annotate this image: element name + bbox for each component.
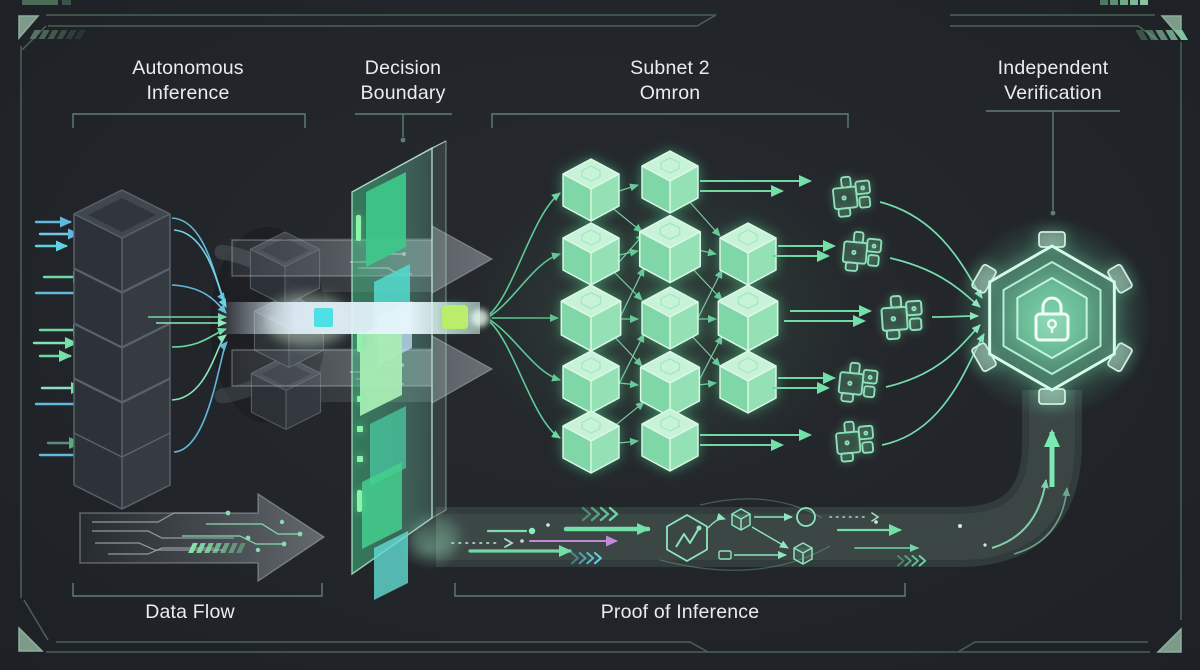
stage-label-decision-boundary: Decision Boundary	[303, 56, 503, 105]
hud-frame	[18, 0, 1189, 653]
stage-label-line2: Verification	[1004, 81, 1102, 104]
stage-label-line1: Decision	[364, 57, 442, 79]
frame-corner-triangle	[18, 626, 44, 652]
proof-strip	[451, 429, 1071, 571]
pipe-up-arrows	[958, 429, 1071, 555]
bracket-subnet	[491, 113, 849, 128]
footer-label-data-flow: Data Flow	[145, 601, 235, 623]
stage-label-line2: Boundary	[360, 81, 446, 104]
stage-label-line2: Omron	[639, 81, 701, 104]
stage-label-line1: Independent	[997, 57, 1109, 79]
puzzle-block-icon	[834, 419, 876, 463]
circuit-dots	[225, 510, 303, 553]
hatch-ticks	[188, 543, 246, 553]
stage-label-line1: Subnet 2	[630, 57, 710, 79]
mini-cube-icon	[793, 542, 813, 565]
output-arrows	[700, 175, 872, 451]
hexagon-chart-icon	[666, 514, 708, 562]
puzzle-block-icon	[841, 230, 883, 274]
puzzle-block-icon	[830, 173, 874, 219]
bracket-autonomous-inference	[72, 113, 306, 128]
proof-circuit-icons	[659, 498, 831, 571]
frame-hatch-top-left	[29, 30, 86, 39]
layer-cubes-icon	[73, 189, 171, 510]
beam-cyan-chip	[314, 308, 333, 327]
bracket-data-flow	[72, 583, 323, 597]
hex-shield-icon	[952, 218, 1152, 418]
stage-label-subnet: Subnet 2 Omron	[570, 56, 770, 105]
mini-cube-icon	[731, 508, 751, 531]
puzzle-block-icon	[879, 293, 925, 341]
footer-label-proof-of-inference: Proof of Inference	[600, 601, 760, 623]
circle-node-icon	[796, 507, 816, 527]
block-arrow-icon	[79, 492, 326, 583]
frame-corner-triangle	[18, 15, 40, 41]
bracket-proof-of-inference	[454, 583, 906, 597]
frame-top-left-dash	[22, 0, 58, 5]
stage-label-line2: Inference	[146, 81, 230, 104]
glass-panel-icon	[351, 140, 447, 600]
frame-hatch-top-right	[1135, 30, 1189, 40]
proof-strip-right-arrows	[829, 512, 927, 567]
frame-top-right-dashes	[1100, 0, 1148, 5]
frame-corner-triangle	[1160, 15, 1182, 41]
frame-corner-triangle	[1156, 627, 1182, 653]
callout-lines	[72, 110, 1120, 597]
stage-label-line1: Autonomous	[132, 57, 244, 79]
center-beam	[215, 302, 489, 334]
circuit-traces	[92, 512, 234, 555]
stage-label-independent-verification: Independent Verification	[953, 56, 1153, 105]
beam-lime-chip	[442, 305, 468, 329]
padlock-icon	[1034, 296, 1070, 342]
chip-node-icon	[718, 550, 732, 560]
frame-top-left-dash	[62, 0, 71, 5]
panel-indicators	[356, 215, 363, 512]
stage-label-autonomous-inference: Autonomous Inference	[88, 56, 288, 105]
